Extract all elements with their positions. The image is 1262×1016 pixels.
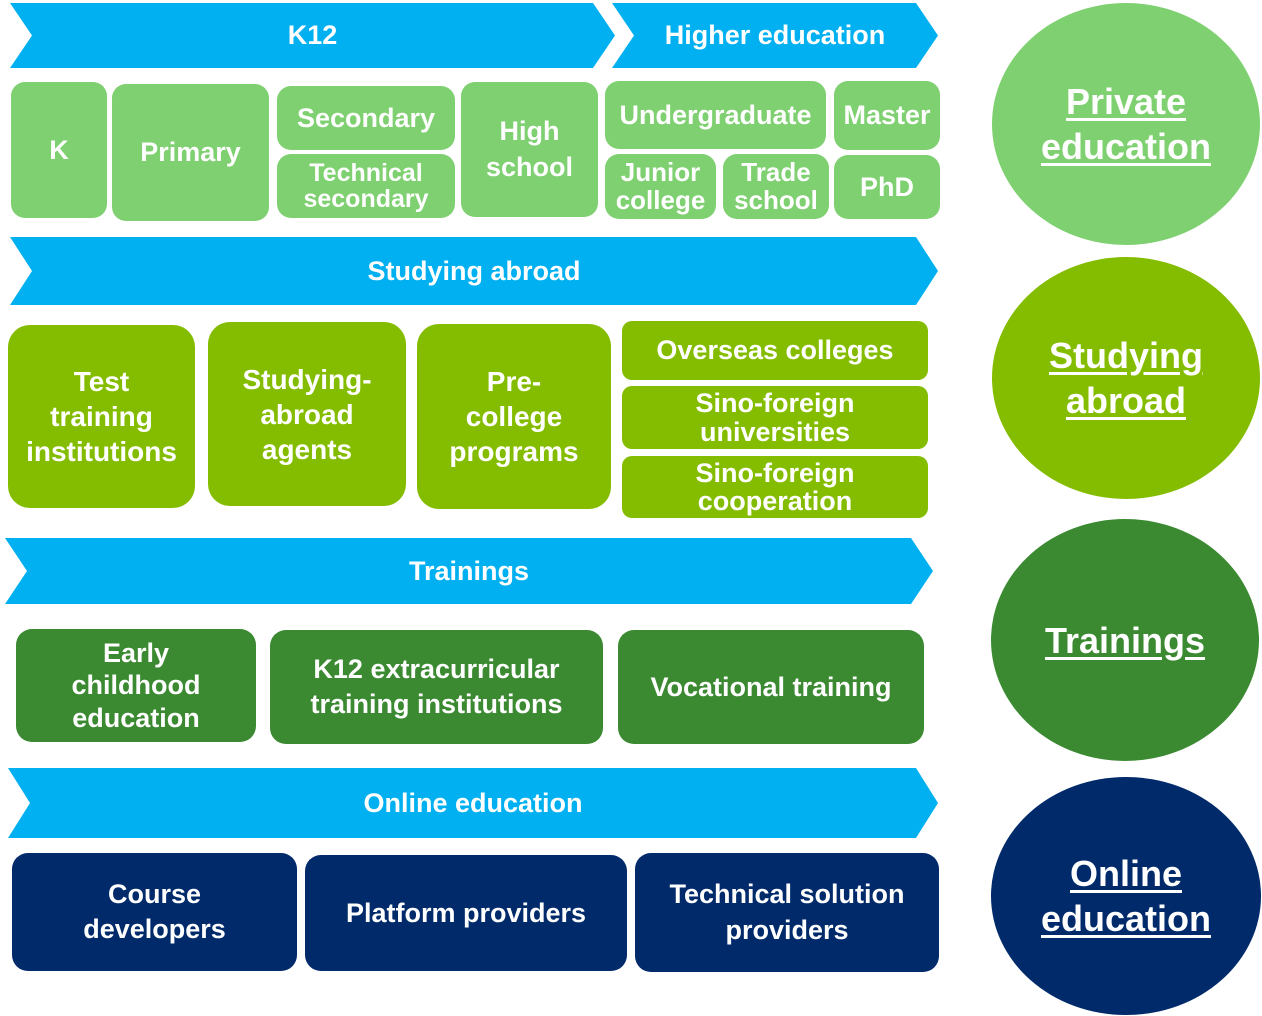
box-undergraduate: Undergraduate bbox=[605, 81, 826, 149]
circle-private-education: Private education bbox=[992, 3, 1260, 245]
box-test-training: Test training institutions bbox=[8, 325, 195, 508]
arrow-higher-education: Higher education bbox=[612, 3, 938, 68]
arrow-trainings: Trainings bbox=[5, 538, 933, 604]
box-primary: Primary bbox=[112, 84, 269, 221]
box-vocational-training: Vocational training bbox=[618, 630, 924, 744]
circle-online-education: Online education bbox=[991, 777, 1261, 1015]
circle-trainings: Trainings bbox=[991, 519, 1259, 761]
box-trade-school: Trade school bbox=[723, 154, 829, 219]
box-overseas-colleges: Overseas colleges bbox=[622, 321, 928, 380]
box-sino-foreign-universities: Sino-foreign universities bbox=[622, 386, 928, 449]
box-course-developers: Course developers bbox=[12, 853, 297, 971]
box-platform-providers: Platform providers bbox=[305, 855, 627, 971]
box-technical-solution-providers: Technical solution providers bbox=[635, 853, 939, 972]
box-junior-college: Junior college bbox=[605, 154, 716, 219]
box-technical-secondary: Technical secondary bbox=[277, 154, 455, 218]
box-k12-extracurricular: K12 extracurricular training institution… bbox=[270, 630, 603, 744]
box-pre-college: Pre- college programs bbox=[417, 324, 611, 509]
box-high-school: High school bbox=[461, 82, 598, 217]
box-sino-foreign-cooperation: Sino-foreign cooperation bbox=[622, 456, 928, 518]
circle-studying-abroad: Studying abroad bbox=[992, 257, 1260, 499]
arrow-studying-abroad: Studying abroad bbox=[10, 237, 938, 305]
arrow-k12: K12 bbox=[10, 3, 615, 68]
box-early-childhood: Early childhood education bbox=[16, 629, 256, 742]
box-master: Master bbox=[834, 81, 940, 150]
box-k: K bbox=[11, 82, 107, 218]
arrow-online-education: Online education bbox=[8, 768, 938, 838]
box-studying-abroad-agents: Studying- abroad agents bbox=[208, 322, 406, 506]
box-phd: PhD bbox=[834, 155, 940, 219]
box-secondary: Secondary bbox=[277, 86, 455, 150]
